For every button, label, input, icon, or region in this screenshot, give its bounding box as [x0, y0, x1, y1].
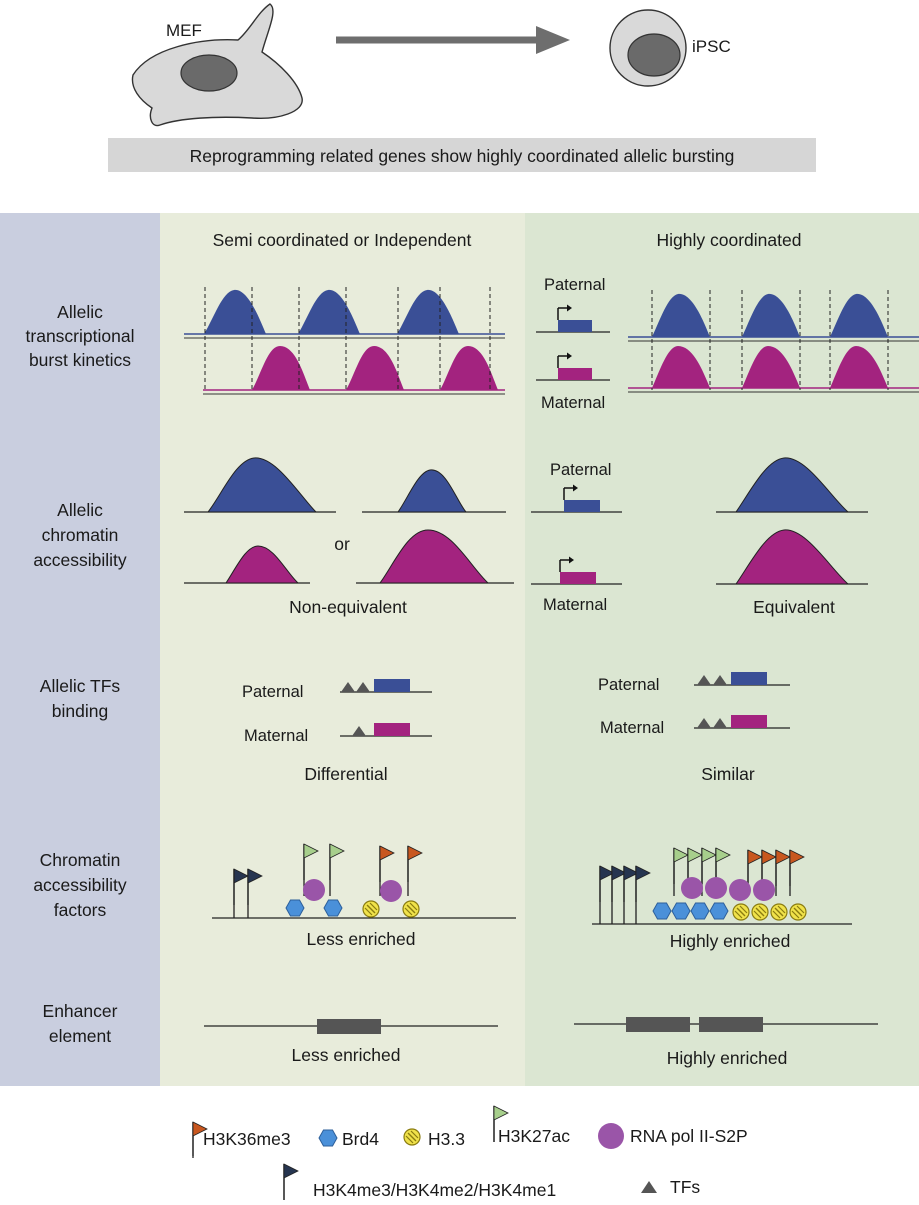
enhancer-right-result: Highly enriched	[667, 1048, 788, 1068]
accessibility-or: or	[334, 534, 350, 554]
svg-text:accessibility: accessibility	[33, 875, 127, 895]
burst-allele-schematic: Paternal Maternal	[536, 276, 610, 412]
right-column-title: Highly coordinated	[657, 230, 802, 250]
summary-text: Reprogramming related genes show highly …	[190, 146, 735, 166]
row-label-tfs: Allelic TFs binding	[40, 676, 121, 721]
legend-h33: H3.3	[403, 1128, 465, 1149]
mef-nucleus	[180, 54, 238, 92]
svg-text:accessibility: accessibility	[33, 550, 127, 570]
row-label-enhancer: Enhancer element	[43, 1001, 118, 1046]
svg-text:chromatin: chromatin	[42, 525, 119, 545]
left-burst-kinetics	[184, 287, 505, 395]
legend: H3K36me3 Brd4 H3.3 H3K27ac RNA pol II-S2…	[192, 1105, 748, 1201]
factors-left-result: Less enriched	[307, 929, 416, 949]
svg-text:Chromatin: Chromatin	[40, 850, 121, 870]
factors-right-result: Highly enriched	[670, 931, 791, 951]
tf-left-maternal-label: Maternal	[244, 727, 308, 745]
svg-text:H3K4me3/H3K4me2/H3K4me1: H3K4me3/H3K4me2/H3K4me1	[313, 1180, 556, 1200]
svg-text:H3K27ac: H3K27ac	[498, 1126, 570, 1146]
svg-text:TFs: TFs	[670, 1177, 700, 1197]
legend-rnapol: RNA pol II-S2P	[598, 1123, 748, 1149]
legend-brd4: Brd4	[318, 1129, 379, 1149]
right-factors	[592, 847, 852, 925]
right-column-panel	[525, 213, 919, 1086]
burst-paternal-label: Paternal	[544, 276, 605, 294]
left-accessibility-peaks: or	[184, 457, 514, 584]
right-accessibility-peaks	[716, 457, 868, 585]
tf-right-result: Similar	[701, 764, 755, 784]
ipsc-label: iPSC	[692, 37, 731, 56]
burst-maternal-label: Maternal	[541, 394, 605, 412]
right-enhancer	[574, 1017, 878, 1032]
right-tf-binding: Paternal Maternal	[598, 672, 790, 737]
svg-text:Allelic TFs: Allelic TFs	[40, 676, 121, 696]
access-paternal-label: Paternal	[550, 461, 611, 479]
svg-text:Brd4: Brd4	[342, 1129, 379, 1149]
svg-text:RNA pol II-S2P: RNA pol II-S2P	[630, 1126, 748, 1146]
left-column-title: Semi coordinated or Independent	[213, 230, 472, 250]
svg-text:H3.3: H3.3	[428, 1129, 465, 1149]
access-maternal-label: Maternal	[543, 596, 607, 614]
left-column-panel	[160, 213, 525, 1086]
svg-text:burst kinetics: burst kinetics	[29, 350, 131, 370]
summary-box	[108, 138, 816, 172]
tf-left-paternal-label: Paternal	[242, 683, 303, 701]
svg-text:element: element	[49, 1026, 111, 1046]
tf-right-paternal-label: Paternal	[598, 676, 659, 694]
svg-text:H3K36me3: H3K36me3	[203, 1129, 291, 1149]
row-label-accessibility: Allelic chromatin accessibility	[33, 500, 127, 570]
row-label-burst: Allelic transcriptional burst kinetics	[26, 302, 135, 370]
accessibility-right-result: Equivalent	[753, 597, 835, 617]
row-label-factors: Chromatin accessibility factors	[33, 850, 127, 920]
reprogramming-arrow	[336, 26, 570, 54]
svg-text:Allelic: Allelic	[57, 500, 103, 520]
accessibility-left-result: Non-equivalent	[289, 597, 407, 617]
svg-text:transcriptional: transcriptional	[26, 326, 135, 346]
svg-text:Enhancer: Enhancer	[43, 1001, 118, 1021]
legend-h3k4: H3K4me3/H3K4me2/H3K4me1	[283, 1163, 556, 1201]
mef-label: MEF	[166, 21, 202, 40]
left-tf-binding: Paternal Maternal	[242, 679, 432, 745]
row-label-panel	[0, 213, 160, 1086]
left-enhancer	[204, 1019, 498, 1034]
legend-tfs: TFs	[641, 1177, 700, 1197]
legend-h3k27ac: H3K27ac	[493, 1105, 570, 1146]
enhancer-left-result: Less enriched	[292, 1045, 401, 1065]
tf-left-result: Differential	[304, 764, 387, 784]
left-factors	[212, 843, 516, 919]
tf-right-maternal-label: Maternal	[600, 719, 664, 737]
accessibility-allele-schematic: Paternal Maternal	[531, 461, 622, 614]
mef-cell	[131, 3, 303, 127]
svg-text:Allelic: Allelic	[57, 302, 103, 322]
svg-text:binding: binding	[52, 701, 108, 721]
legend-h3k36me3: H3K36me3	[192, 1121, 291, 1159]
right-burst-kinetics	[628, 290, 919, 393]
svg-text:factors: factors	[54, 900, 107, 920]
ipsc-nucleus	[627, 33, 681, 77]
ipsc-cell	[609, 9, 687, 87]
